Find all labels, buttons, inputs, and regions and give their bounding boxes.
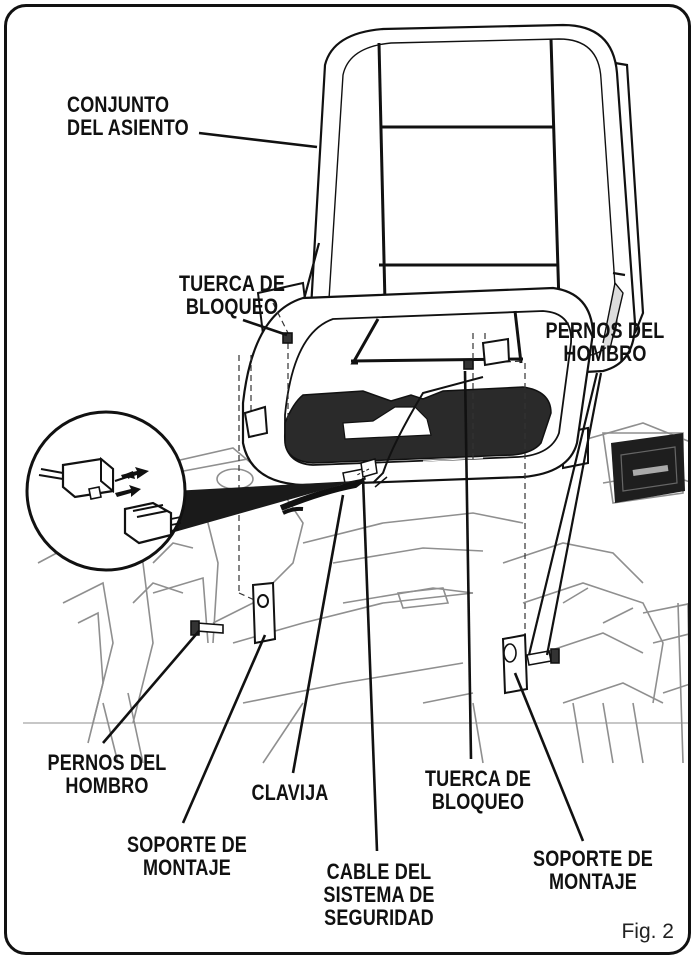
label-line: TUERCA DE: [178, 271, 286, 296]
label-line: MONTAJE: [142, 855, 232, 880]
label-line: HOMBRO: [65, 773, 149, 798]
label-line: CONJUNTO: [67, 92, 170, 117]
label-line: PERNOS DEL: [545, 318, 665, 343]
label-line: SOPORTE DE: [127, 832, 247, 857]
label-line: SISTEMA DE: [323, 882, 435, 907]
safety-cable: [279, 376, 484, 515]
label-line: SEGURIDAD: [324, 905, 434, 930]
label-line: SOPORTE DE: [533, 846, 653, 871]
label-shoulder-bolts-right: PERNOS DEL HOMBRO: [539, 319, 670, 365]
seat-installation-illustration: [23, 23, 688, 852]
leader-lines: [102, 131, 603, 852]
label-mount-bracket-right: SOPORTE DE MONTAJE: [527, 847, 658, 893]
label-line: MONTAJE: [548, 869, 638, 894]
mounting-brackets: [243, 337, 529, 695]
label-shoulder-bolts-left: PERNOS DEL HOMBRO: [41, 751, 172, 797]
label-line: BLOQUEO: [185, 294, 279, 319]
fasteners: [190, 332, 560, 666]
label-line: DEL ASIENTO: [67, 115, 189, 140]
label-lock-nut-bottom: TUERCA DE BLOQUEO: [417, 767, 540, 813]
label-lock-nut-top: TUERCA DE BLOQUEO: [171, 272, 294, 318]
label-mount-bracket-left: SOPORTE DE MONTAJE: [121, 833, 252, 879]
label-plug: CLAVIJA: [245, 781, 335, 804]
label-line: HOMBRO: [563, 341, 647, 366]
figure-number: Fig. 2: [621, 920, 674, 943]
label-line: TUERCA DE: [424, 766, 532, 791]
label-line: CABLE DEL: [326, 859, 432, 884]
label-line: PERNOS DEL: [47, 750, 167, 775]
alignment-lines: [238, 302, 526, 654]
brand-plate: [611, 433, 685, 503]
figure-frame: CONJUNTO DEL ASIENTO TUERCA DE BLOQUEO P…: [4, 4, 691, 955]
seat-cushion: [241, 286, 595, 487]
label-safety-cable: CABLE DEL SISTEMA DE SEGURIDAD: [313, 860, 444, 929]
connector-callout: [25, 410, 355, 572]
label-line: BLOQUEO: [431, 789, 525, 814]
label-line: CLAVIJA: [251, 780, 329, 805]
label-seat-assembly: CONJUNTO DEL ASIENTO: [67, 93, 189, 139]
